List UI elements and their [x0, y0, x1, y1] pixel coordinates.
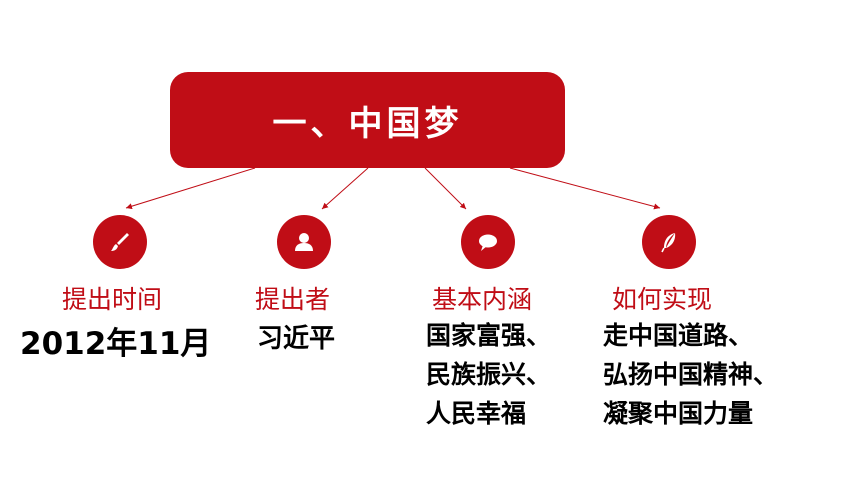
node-3-line-3: 人民幸福: [426, 399, 527, 428]
node-1-label: 提出时间: [62, 285, 163, 314]
node-4-value: 走中国道路、 弘扬中国精神、 凝聚中国力量: [603, 316, 778, 433]
main-title: 一、中国梦: [272, 103, 463, 144]
node-2-value: 习近平: [257, 324, 336, 354]
node-4-icon-circle: [642, 215, 696, 269]
node-1-icon-circle: [93, 215, 147, 269]
node-4-label: 如何实现: [612, 285, 713, 314]
node-1-value: 2012年11月: [20, 326, 212, 362]
node-4-line-1: 走中国道路、: [603, 321, 754, 350]
connector-to-node-2: [321, 167, 369, 210]
main-title-box: 一、中国梦: [170, 72, 565, 168]
node-3-label: 基本内涵: [432, 285, 533, 314]
node-4-line-2: 弘扬中国精神、: [603, 360, 779, 389]
chat-bubble-icon: [479, 234, 497, 251]
brush-icon: [111, 233, 129, 251]
node-4-line-3: 凝聚中国力量: [603, 399, 754, 428]
node-3-icon-circle: [461, 215, 515, 269]
connector-to-node-1: [125, 167, 256, 210]
node-3-line-2: 民族振兴、: [426, 360, 552, 389]
node-2-label: 提出者: [255, 285, 331, 314]
connector-to-node-4: [509, 167, 661, 210]
node-3-value: 国家富强、 民族振兴、 人民幸福: [426, 316, 551, 433]
connector-to-node-3: [424, 167, 467, 210]
person-icon: [295, 233, 313, 251]
node-3-line-1: 国家富强、: [426, 321, 552, 350]
feather-icon: [661, 233, 676, 253]
node-2-icon-circle: [277, 215, 331, 269]
